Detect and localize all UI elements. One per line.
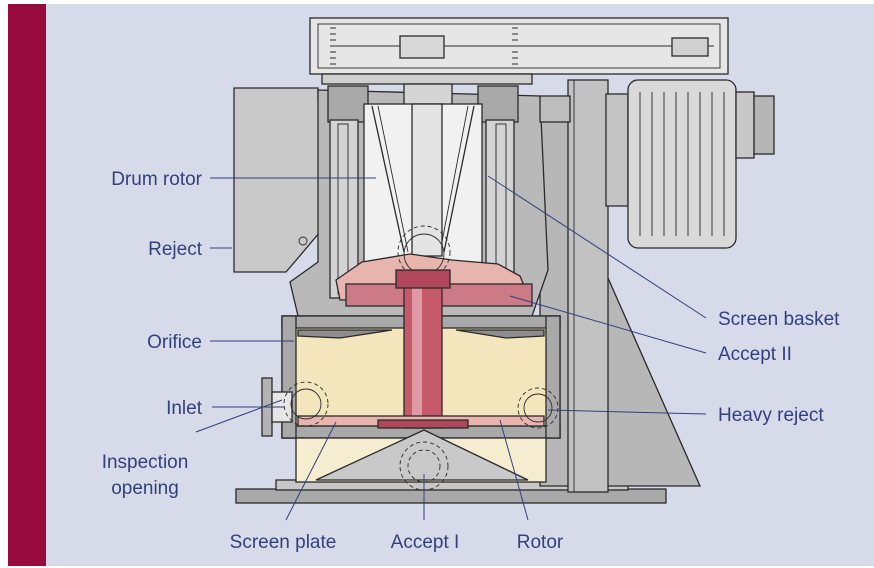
label-screen-basket: Screen basket (718, 309, 840, 330)
label-drum-rotor: Drum rotor (111, 169, 202, 190)
drive-column (567, 79, 609, 493)
bearing-housing (327, 85, 369, 123)
accept-1-cone (315, 429, 529, 481)
screen-plate (377, 419, 469, 429)
label-screen-plate: Screen plate (230, 532, 337, 553)
rotor-shaft (403, 277, 443, 429)
label-orifice: Orifice (147, 332, 202, 353)
label-inspection-opening-line1: Inspection (102, 452, 189, 473)
machine-drawing (233, 17, 775, 504)
motor-flange (605, 93, 629, 207)
label-heavy-reject: Heavy reject (718, 405, 824, 426)
motor (627, 79, 737, 249)
label-rotor: Rotor (517, 532, 564, 553)
reject-housing (233, 87, 331, 273)
label-accept-1: Accept I (391, 532, 460, 553)
accent-bar (8, 4, 46, 566)
orifice-plate-left (297, 329, 393, 339)
label-reject: Reject (148, 239, 203, 260)
label-inlet: Inlet (166, 398, 203, 419)
label-inspection-opening-line2: opening (111, 478, 179, 499)
callout-labels: Drum rotor Reject Orifice Inlet Inspecti… (102, 169, 840, 553)
label-accept-2: Accept II (718, 344, 792, 365)
heavy-reject-nozzle (517, 387, 559, 429)
leader-lines (195, 175, 707, 521)
